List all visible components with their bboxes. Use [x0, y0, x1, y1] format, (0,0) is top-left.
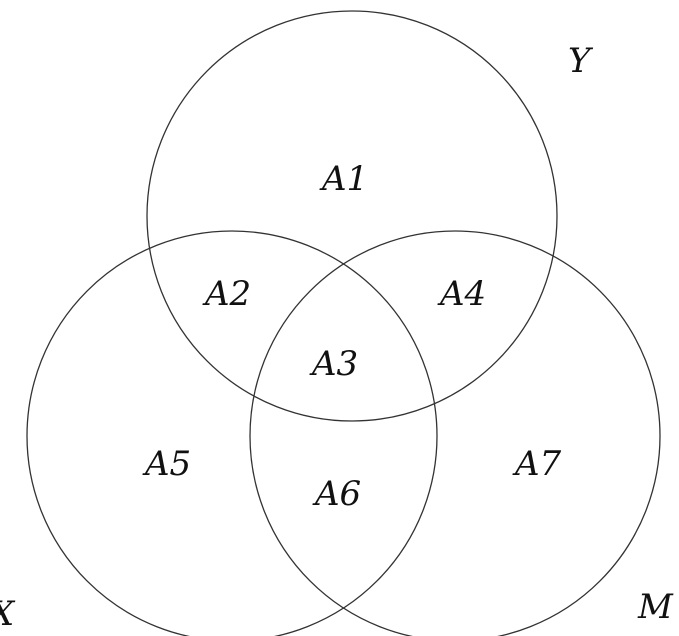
region-a7: A7 [512, 444, 562, 484]
circle-x [26, 230, 438, 636]
region-a6: A6 [312, 474, 361, 514]
region-a4: A4 [437, 274, 486, 314]
set-label-x: X [0, 594, 16, 634]
set-label-y: Y [568, 41, 594, 81]
region-a2: A2 [202, 274, 251, 314]
set-label-m: M [637, 587, 674, 627]
region-a3: A3 [309, 344, 358, 384]
region-a1: A1 [319, 159, 368, 199]
circle-m [249, 230, 661, 636]
region-a5: A5 [142, 444, 191, 484]
circle-y [146, 10, 558, 422]
